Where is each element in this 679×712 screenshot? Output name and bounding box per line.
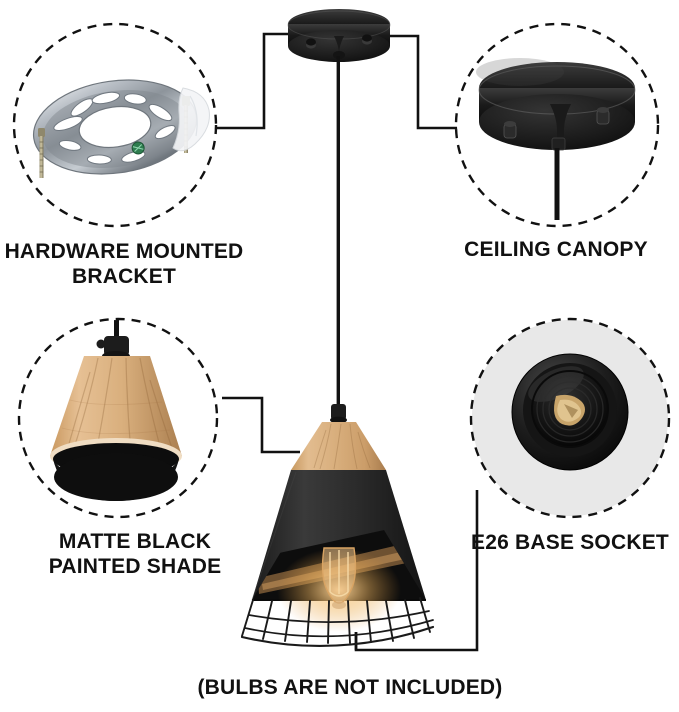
product-wood-cone (291, 422, 386, 474)
label-matte-black-painted-shade: MATTE BLACK PAINTED SHADE (48, 530, 222, 578)
label-bulbs-not-included: (BULBS ARE NOT INCLUDED) (197, 676, 503, 699)
connector-shade (222, 396, 300, 454)
connector-lines (198, 32, 479, 652)
callout-matte-black-painted-shade (17, 317, 219, 519)
callout-circle-shade (17, 317, 219, 519)
label-hardware-mounted-bracket: HARDWARE MOUNTED BRACKET (4, 240, 244, 288)
product-ceiling-canopy (287, 9, 391, 62)
product-edison-bulb (321, 547, 357, 609)
connector-bracket (198, 32, 290, 130)
callout-hardware-mounted-bracket (12, 22, 218, 228)
canopy-screw-right (596, 107, 610, 125)
callout-circle-bracket (12, 22, 218, 228)
callout-e26-base-socket (469, 317, 671, 519)
callout-circle-canopy (454, 22, 660, 228)
canopy-screw-left (503, 121, 517, 139)
callout-circle-socket (469, 317, 671, 519)
pendant-lamp-product (240, 9, 435, 648)
label-ceiling-canopy: CEILING CANOPY (464, 238, 648, 261)
bracket-screw-left (38, 128, 45, 178)
label-e26-base-socket: E26 BASE SOCKET (471, 531, 669, 554)
product-cord (336, 56, 340, 412)
callout-ceiling-canopy (454, 22, 660, 228)
product-cord-grip (330, 404, 347, 424)
connector-canopy (388, 34, 477, 130)
product-wire-cage (240, 597, 435, 648)
